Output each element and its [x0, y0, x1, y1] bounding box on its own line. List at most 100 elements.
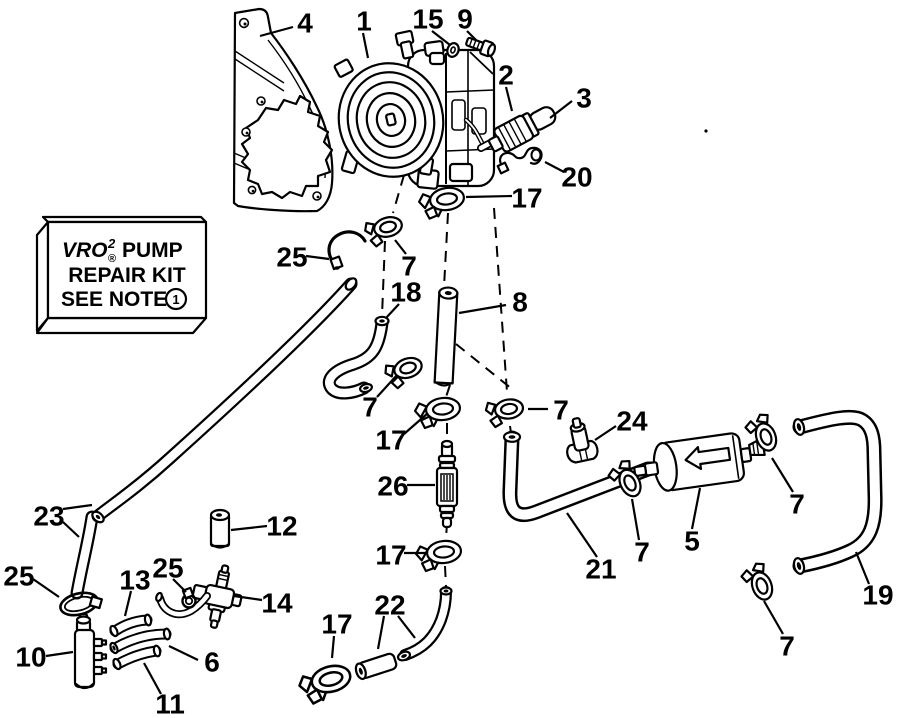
- callout-leader-17: [403, 412, 429, 435]
- callout-leader-7: [394, 239, 407, 255]
- callout-leader-21: [566, 512, 598, 558]
- callout-leader-12: [230, 524, 268, 532]
- callout-label-6: 6: [204, 647, 220, 678]
- clamp-17-a: [416, 184, 468, 221]
- wire-clip-25-upper: [327, 230, 367, 271]
- pump-foot: [448, 162, 474, 183]
- callout-label-17: 17: [375, 425, 406, 456]
- callout-label-7: 7: [634, 537, 650, 568]
- callout-label-18: 18: [390, 277, 421, 308]
- callout-label-13: 13: [119, 565, 150, 596]
- callout-label-4: 4: [297, 8, 313, 39]
- tube-6: [109, 627, 172, 655]
- callout-leader-7: [763, 600, 784, 635]
- callout-label-14: 14: [261, 588, 293, 619]
- note-number: 1: [172, 292, 179, 307]
- note-line3: SEE NOTE: [61, 288, 167, 311]
- note-brand-reg: ®: [108, 253, 116, 265]
- manifold-barbs: [92, 637, 108, 676]
- bracket-cutout: [240, 94, 334, 200]
- callout-label-22: 22: [374, 590, 405, 621]
- clamp-17-c: [413, 538, 464, 573]
- flow-arrow: [684, 446, 732, 471]
- callout-label-24: 24: [616, 406, 648, 437]
- tube-11: [112, 644, 162, 671]
- manifold-10: [73, 612, 108, 690]
- cylinder-12: [209, 508, 231, 549]
- note-word-pump: PUMP: [122, 239, 183, 262]
- callout-leader-19: [854, 551, 871, 585]
- callout-label-17: 17: [511, 183, 542, 214]
- callout-leader-24: [594, 425, 617, 441]
- t-fitting-14: [191, 564, 243, 629]
- callout-label-10: 10: [15, 642, 46, 673]
- callout-leader-8: [458, 303, 507, 315]
- screw-9: [465, 36, 497, 58]
- callout-label-7: 7: [779, 631, 795, 662]
- tube-22-small: [354, 652, 398, 681]
- callout-leader-7: [771, 457, 794, 493]
- callout-label-26: 26: [377, 471, 408, 502]
- callout-label-19: 19: [862, 580, 893, 611]
- fuel-connector-2: [477, 106, 557, 153]
- mounting-bracket-4: [232, 7, 334, 213]
- note-line2: REPAIR KIT: [68, 264, 186, 287]
- clamp-17-d: [295, 660, 356, 708]
- callout-label-23: 23: [33, 501, 64, 532]
- clamp-7-c: [483, 396, 527, 430]
- pump-face: [337, 62, 445, 178]
- callout-label-8: 8: [512, 287, 528, 318]
- repair-kit-note-box: VRO 2 ® PUMP REPAIR KIT SEE NOTE 1: [35, 215, 208, 335]
- callout-leader-11: [143, 662, 162, 695]
- callout-leader-22: [397, 615, 416, 639]
- callout-leader-9: [466, 30, 477, 41]
- pump-top-fitting: [394, 29, 415, 60]
- note-brand: VRO: [62, 239, 108, 262]
- check-valve-26: [435, 439, 459, 529]
- callout-label-17: 17: [375, 540, 406, 571]
- fuel-filter-5: [633, 432, 772, 492]
- callout-leader-17: [465, 194, 513, 199]
- note-number-circle: [164, 287, 188, 311]
- clamp-7-f: [737, 560, 777, 606]
- callout-leader-20: [544, 161, 565, 173]
- callout-leader-25: [172, 578, 187, 593]
- callout-leader-13: [123, 590, 133, 617]
- wire-clip-20: [496, 146, 543, 175]
- callout-label-17: 17: [321, 609, 352, 640]
- callout-leader-15: [431, 30, 451, 46]
- callout-label-7: 7: [789, 489, 805, 520]
- clamp-7-b: [382, 353, 428, 392]
- callout-label-7: 7: [553, 395, 569, 426]
- callout-leader-22: [376, 615, 386, 650]
- tube-8: [433, 286, 459, 387]
- callout-label-21: 21: [585, 554, 616, 585]
- callout-label-25: 25: [276, 242, 307, 273]
- print-dot: [704, 129, 708, 133]
- hose-22-elbow: [396, 586, 453, 662]
- callout-label-25: 25: [152, 553, 183, 584]
- callout-label-12: 12: [266, 511, 297, 542]
- callout-leader-6: [168, 645, 199, 661]
- callout-label-25: 25: [3, 561, 34, 592]
- tube-13: [109, 613, 153, 638]
- callout-leader-14: [233, 594, 263, 602]
- callout-leader-1: [361, 32, 370, 59]
- bracket-holes: [238, 17, 322, 201]
- callout-label-7: 7: [401, 251, 417, 282]
- callout-leader-4: [259, 25, 294, 38]
- callout-leader-2: [504, 86, 514, 112]
- washer-15: [446, 42, 460, 58]
- callout-leader-18: [385, 303, 400, 319]
- callout-leader-3: [549, 100, 573, 119]
- hose-23: [70, 277, 358, 600]
- callout-leader-25: [305, 254, 330, 261]
- callout-leader-5: [690, 487, 702, 530]
- pump-assembly-1: [333, 29, 496, 190]
- callout-leader-23: [62, 503, 93, 511]
- callout-leader-23: [62, 521, 80, 538]
- clamp-17-b: [412, 395, 463, 430]
- callout-label-5: 5: [684, 526, 700, 557]
